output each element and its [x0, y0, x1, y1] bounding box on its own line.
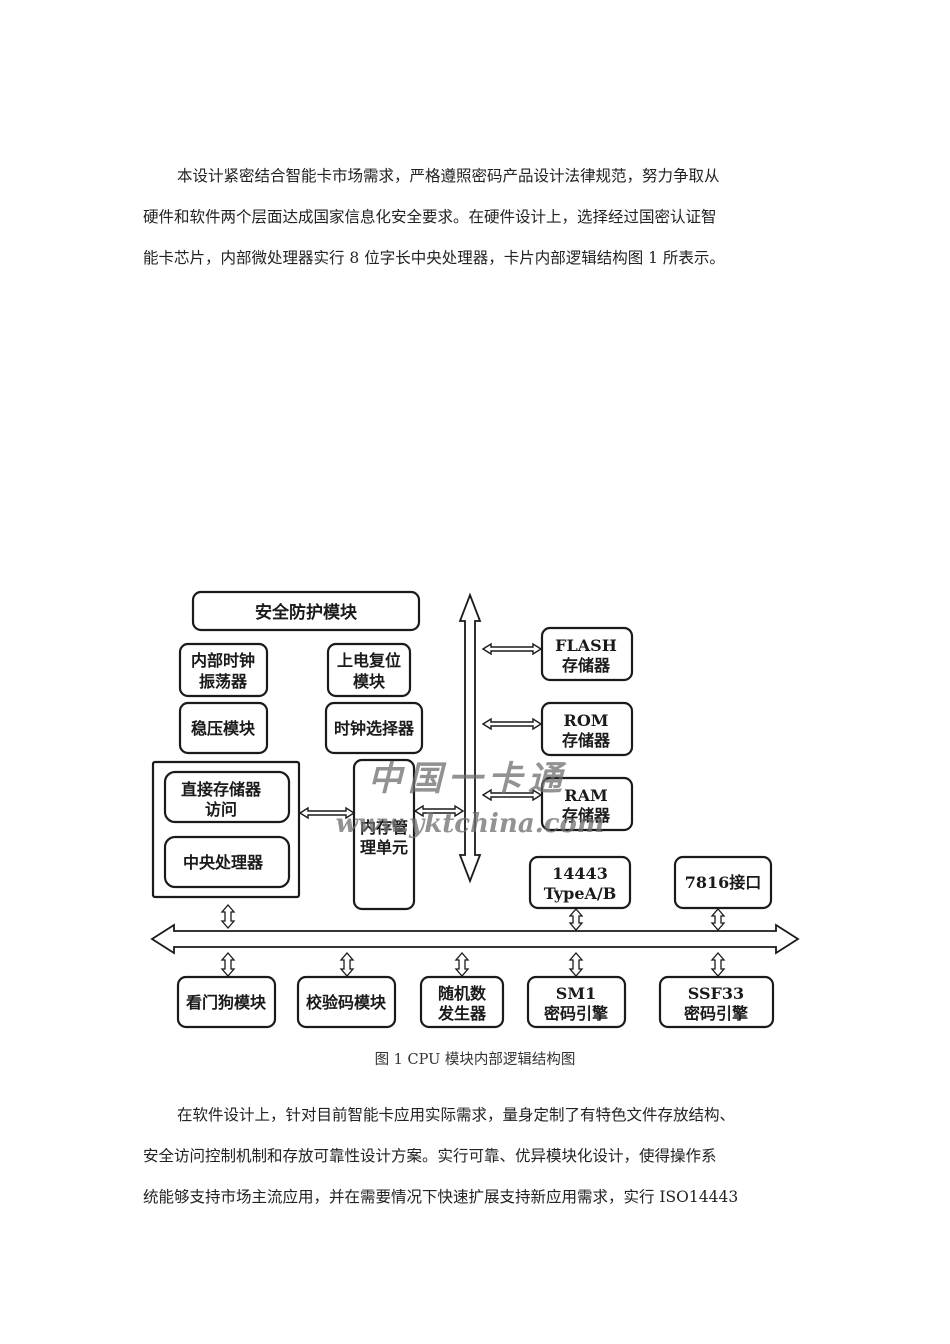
dma-label-2: 访问: [205, 800, 237, 819]
horizontal-system-bus: [150, 923, 800, 955]
rom-box: [540, 701, 634, 757]
watermark-chinese: 中国一卡通: [368, 759, 568, 799]
software-line-3: 统能够支持市场主流应用，并在需要情况下快速扩展支持新应用需求，实行 ISO144…: [143, 1188, 739, 1206]
clock-oscillator-label-2: 振荡器: [199, 672, 248, 691]
dma-mmu-arrow: [298, 806, 356, 820]
ssf33-box: [658, 975, 775, 1029]
regulator-label: 稳压模块: [191, 719, 256, 738]
intro-line-3: 能卡芯片，内部微处理器实行 8 位字长中央处理器，卡片内部逻辑结构图 1 所表示…: [143, 249, 725, 267]
security-module-label: 安全防护模块: [255, 602, 358, 623]
power-reset-box: [326, 642, 412, 698]
flash-box: [540, 626, 634, 682]
dma-label-1: 直接存储器: [181, 780, 262, 799]
iso14443-label-1: 14443: [552, 864, 608, 883]
clock-selector-box: [324, 701, 424, 755]
watchdog-label: 看门狗模块: [185, 993, 267, 1012]
mmu-bus-arrow: [413, 804, 465, 818]
rng-box: [419, 975, 505, 1029]
ssf33-label-1: SSF33: [688, 984, 744, 1003]
crc-box: [296, 975, 397, 1029]
rom-label-2: 存储器: [562, 731, 611, 750]
iso7816-box: [673, 855, 773, 910]
power-reset-label-1: 上电复位: [337, 651, 401, 670]
cpu-block-diagram: 安全防护模块 内部时钟 振荡器 上电复位 模块 稳压模块 时钟选择器 直接存储器…: [150, 590, 800, 1029]
clock-oscillator-box: [178, 642, 269, 698]
mmu-label-1: 内存管: [360, 818, 408, 837]
software-line-1: 在软件设计上，针对目前智能卡应用实际需求，量身定制了有特色文件存放结构、: [177, 1106, 736, 1124]
rng-label-1: 随机数: [438, 984, 487, 1003]
iso7816-label: 7816接口: [685, 873, 762, 892]
security-module-box: [191, 590, 421, 632]
ram-box: [540, 776, 634, 832]
lower-bus-connectors: [220, 952, 726, 977]
sm1-box: [526, 975, 627, 1029]
rng-label-2: 发生器: [437, 1004, 487, 1023]
regulator-box: [178, 701, 269, 755]
intro-line-2: 硬件和软件两个层面达成国家信息化安全要求。在硬件设计上，选择经过国密认证智: [143, 208, 717, 226]
cpu-box: [163, 835, 291, 889]
watermark-url: www.yktchina.com: [336, 809, 605, 839]
software-paragraph: 在软件设计上，针对目前智能卡应用实际需求，量身定制了有特色文件存放结构、 安全访…: [143, 1095, 811, 1218]
mmu-box: [352, 758, 416, 911]
iso14443-box: [528, 855, 632, 910]
power-reset-label-2: 模块: [353, 672, 386, 691]
cpu-label: 中央处理器: [183, 853, 264, 872]
ram-label-2: 存储器: [562, 806, 611, 825]
intro-line-1: 本设计紧密结合智能卡市场需求，严格遵照密码产品设计法律规范，努力争取从: [177, 167, 720, 185]
software-line-2: 安全访问控制机制和存放可靠性设计方案。实行可靠、优异模块化设计，使得操作系: [143, 1147, 717, 1165]
iso14443-label-2: TypeA/B: [544, 884, 617, 903]
flash-label-1: FLASH: [555, 636, 617, 655]
ram-label-1: RAM: [564, 786, 607, 805]
rom-label-1: ROM: [564, 711, 609, 730]
sm1-label-1: SM1: [556, 984, 596, 1003]
watchdog-box: [176, 975, 277, 1029]
sm1-label-2: 密码引擎: [543, 1004, 609, 1023]
ssf33-label-2: 密码引擎: [683, 1004, 749, 1023]
mmu-label-2: 理单元: [360, 838, 408, 857]
dma-box: [163, 770, 291, 824]
clock-selector-label: 时钟选择器: [334, 719, 415, 738]
clock-oscillator-label-1: 内部时钟: [191, 651, 255, 670]
vertical-internal-bus: [458, 592, 482, 884]
upper-bus-connectors: [220, 904, 726, 931]
figure-caption: 图 1 CPU 模块内部逻辑结构图: [374, 1052, 576, 1068]
crc-label: 校验码模块: [306, 993, 387, 1012]
intro-paragraph: 本设计紧密结合智能卡市场需求，严格遵照密码产品设计法律规范，努力争取从 硬件和软…: [143, 156, 811, 279]
flash-label-2: 存储器: [562, 656, 611, 675]
